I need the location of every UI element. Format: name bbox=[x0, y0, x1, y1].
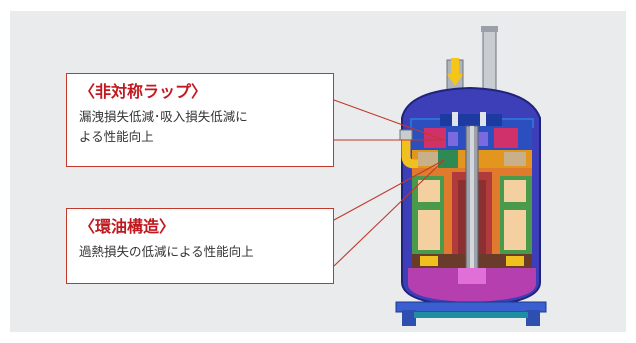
callout-title: 〈環油構造〉 bbox=[79, 217, 176, 236]
callout-description-line: よる性能向上 bbox=[79, 129, 154, 144]
callout-description-line: 漏洩損失低減･吸入損失低減に bbox=[79, 109, 248, 124]
callout-asymmetric-wrap: 〈非対称ラップ〉 漏洩損失低減･吸入損失低減に よる性能向上 bbox=[66, 73, 334, 167]
callout-oil-circulation: 〈環油構造〉 過熱損失の低減による性能向上 bbox=[66, 208, 334, 284]
callout-title: 〈非対称ラップ〉 bbox=[79, 82, 208, 101]
callout-description-line: 過熱損失の低減による性能向上 bbox=[79, 244, 254, 259]
base-plate bbox=[395, 301, 547, 326]
crankshaft bbox=[465, 125, 479, 285]
flow-arrow-yellow bbox=[447, 58, 463, 86]
oil-sump bbox=[408, 268, 536, 302]
leader-lines bbox=[333, 99, 445, 267]
